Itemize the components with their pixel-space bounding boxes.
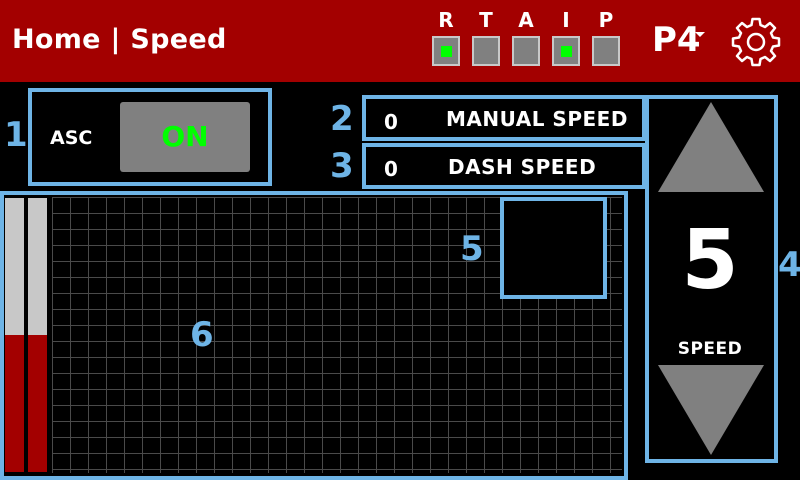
indicator-box	[552, 36, 580, 66]
dash-speed-panel[interactable]	[362, 143, 646, 189]
asc-label: ASC	[50, 127, 93, 149]
speed-label: SPEED	[677, 339, 743, 359]
indicator-box	[432, 36, 460, 66]
level-bar-left	[5, 198, 24, 472]
indicator-box	[472, 36, 500, 66]
indicator-t[interactable]: T	[470, 0, 502, 82]
indicator-p[interactable]: P	[590, 0, 622, 82]
level-bar-right-fill	[28, 335, 47, 472]
indicator-letter: P	[598, 8, 614, 32]
preview-box	[500, 197, 607, 299]
dash-speed-label: DASH SPEED	[448, 155, 597, 179]
indicator-a[interactable]: A	[510, 0, 542, 82]
header-bar: Home | Speed R T A I P P4	[0, 0, 800, 82]
indicator-i[interactable]: I	[550, 0, 582, 82]
callout-3: 3	[330, 146, 354, 186]
indicator-led	[561, 46, 572, 57]
callout-5: 5	[460, 229, 484, 269]
speed-control-panel	[645, 95, 778, 463]
asc-toggle-button[interactable]: ON	[120, 102, 250, 172]
manual-speed-label: MANUAL SPEED	[446, 107, 628, 131]
callout-6: 6	[190, 315, 214, 355]
level-bar-right	[28, 198, 47, 472]
indicator-letter: A	[518, 8, 534, 32]
callout-4: 4	[778, 245, 800, 285]
dash-speed-value: 0	[384, 157, 398, 181]
level-bar-left-fill	[5, 335, 24, 472]
indicator-r[interactable]: R	[430, 0, 462, 82]
indicator-box	[592, 36, 620, 66]
page-title: Home | Speed	[12, 24, 227, 55]
manual-speed-value: 0	[384, 110, 398, 134]
callout-2: 2	[330, 99, 354, 139]
indicator-letter: R	[438, 8, 454, 32]
indicator-letter: T	[479, 8, 493, 32]
caret-down-icon[interactable]	[695, 32, 705, 37]
triangle-down-icon[interactable]	[658, 365, 764, 455]
asc-panel	[28, 88, 272, 186]
callout-1: 1	[4, 115, 28, 155]
indicator-led	[441, 46, 452, 57]
manual-speed-panel[interactable]	[362, 95, 646, 141]
speed-value: 5	[681, 213, 739, 308]
grid-panel	[0, 191, 628, 480]
indicator-letter: I	[562, 8, 570, 32]
indicator-box	[512, 36, 540, 66]
gear-icon[interactable]	[730, 17, 782, 67]
profile-selector[interactable]: P4	[652, 20, 701, 60]
triangle-up-icon[interactable]	[658, 102, 764, 192]
